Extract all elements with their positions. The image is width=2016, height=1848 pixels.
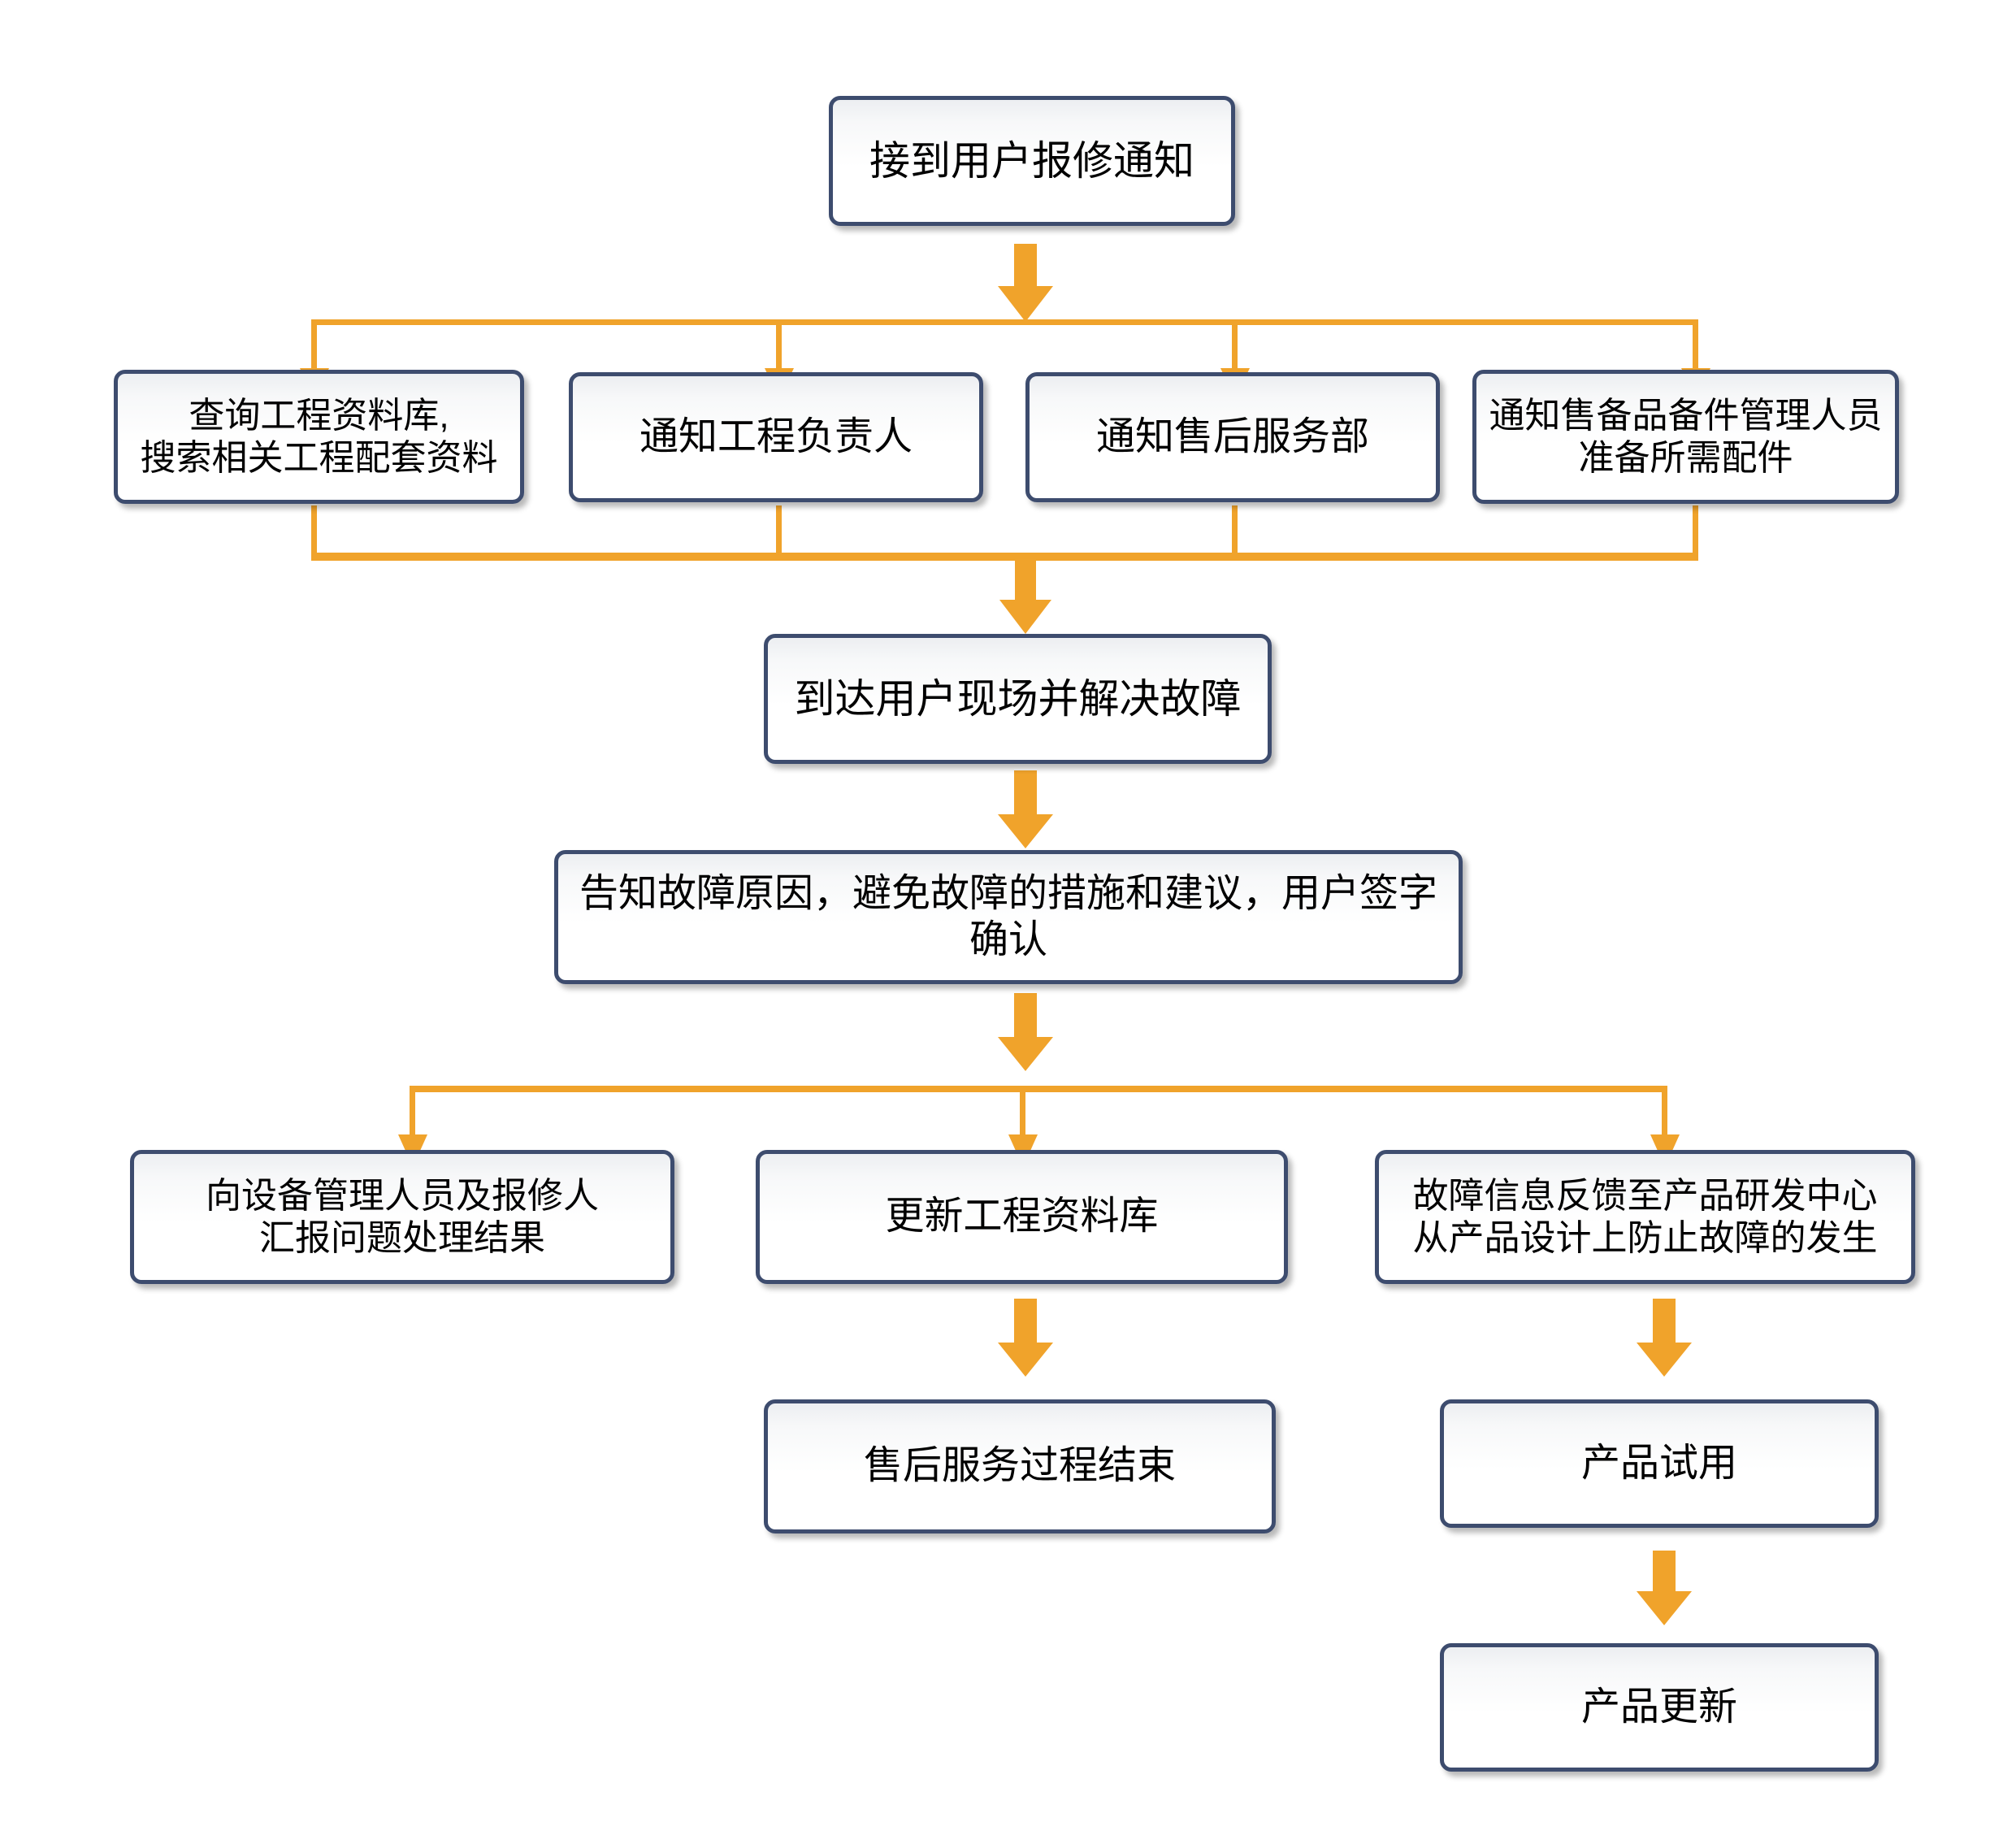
- merge1-riser-c: [1232, 505, 1238, 557]
- arrow-n1-to-fanout1: [993, 244, 1058, 325]
- node-n5a[interactable]: 向设备管理人员及报修人 汇报问题处理结果: [130, 1150, 674, 1284]
- node-n5a-label: 向设备管理人员及报修人 汇报问题处理结果: [206, 1175, 599, 1258]
- arrow-n5b-to-n6b: [993, 1299, 1058, 1380]
- node-n6b[interactable]: 售后服务过程结束: [764, 1399, 1276, 1533]
- node-n2b-label: 通知工程负责人: [639, 414, 913, 458]
- node-n4-label: 告知故障原因，避免故障的措施和建议，用户签字确认: [579, 871, 1437, 961]
- fanout2-drop-a: [410, 1086, 415, 1136]
- node-n2c-label: 通知售后服务部: [1095, 414, 1369, 458]
- fanout2-drop-b: [1020, 1086, 1025, 1136]
- node-n6b-label: 售后服务过程结束: [863, 1444, 1176, 1488]
- node-n2b[interactable]: 通知工程负责人: [569, 372, 983, 502]
- node-n6c-label: 产品试用: [1580, 1441, 1737, 1485]
- node-n2d-label: 通知售备品备件管理人员 准备所需配件: [1489, 395, 1883, 478]
- node-n5b[interactable]: 更新工程资料库: [756, 1150, 1288, 1284]
- fanout1-drop-a: [311, 319, 317, 370]
- arrow-merge1-to-n3: [993, 557, 1058, 636]
- node-n4[interactable]: 告知故障原因，避免故障的措施和建议，用户签字确认: [554, 850, 1463, 984]
- arrow-n6c-to-n7c: [1632, 1551, 1697, 1629]
- node-n5b-label: 更新工程资料库: [885, 1195, 1159, 1239]
- node-n1[interactable]: 接到用户报修通知: [829, 96, 1235, 226]
- fanout2-drop-c: [1662, 1086, 1667, 1136]
- merge1-riser-b: [776, 505, 782, 557]
- node-n1-label: 接到用户报修通知: [869, 137, 1194, 184]
- node-n5c[interactable]: 故障信息反馈至产品研发中心 从产品设计上防止故障的发生: [1375, 1150, 1915, 1284]
- fanout1-drop-d: [1693, 319, 1698, 370]
- node-n6c[interactable]: 产品试用: [1440, 1399, 1879, 1528]
- fanout-bus-row5: [410, 1086, 1667, 1092]
- arrow-n5c-to-n6c: [1632, 1299, 1697, 1380]
- merge-bus-row2: [311, 553, 1698, 561]
- node-n7c-label: 产品更新: [1580, 1685, 1737, 1729]
- node-n2a-label: 查询工程资料库, 搜索相关工程配套资料: [140, 395, 498, 478]
- merge1-riser-d: [1693, 505, 1698, 557]
- merge1-riser-a: [311, 505, 317, 557]
- node-n2a[interactable]: 查询工程资料库, 搜索相关工程配套资料: [114, 370, 524, 504]
- node-n2c[interactable]: 通知售后服务部: [1025, 372, 1440, 502]
- node-n3-label: 到达用户现场并解决故障: [794, 675, 1242, 722]
- node-n7c[interactable]: 产品更新: [1440, 1643, 1879, 1772]
- node-n3[interactable]: 到达用户现场并解决故障: [764, 634, 1272, 764]
- fanout-bus-row2: [311, 319, 1698, 325]
- node-n2d[interactable]: 通知售备品备件管理人员 准备所需配件: [1472, 370, 1899, 504]
- arrow-n3-to-n4: [993, 770, 1058, 852]
- fanout1-drop-b: [776, 319, 782, 370]
- fanout1-drop-c: [1232, 319, 1238, 370]
- arrow-n4-to-fanout2: [993, 993, 1058, 1074]
- node-n5c-label: 故障信息反馈至产品研发中心 从产品设计上防止故障的发生: [1412, 1175, 1878, 1258]
